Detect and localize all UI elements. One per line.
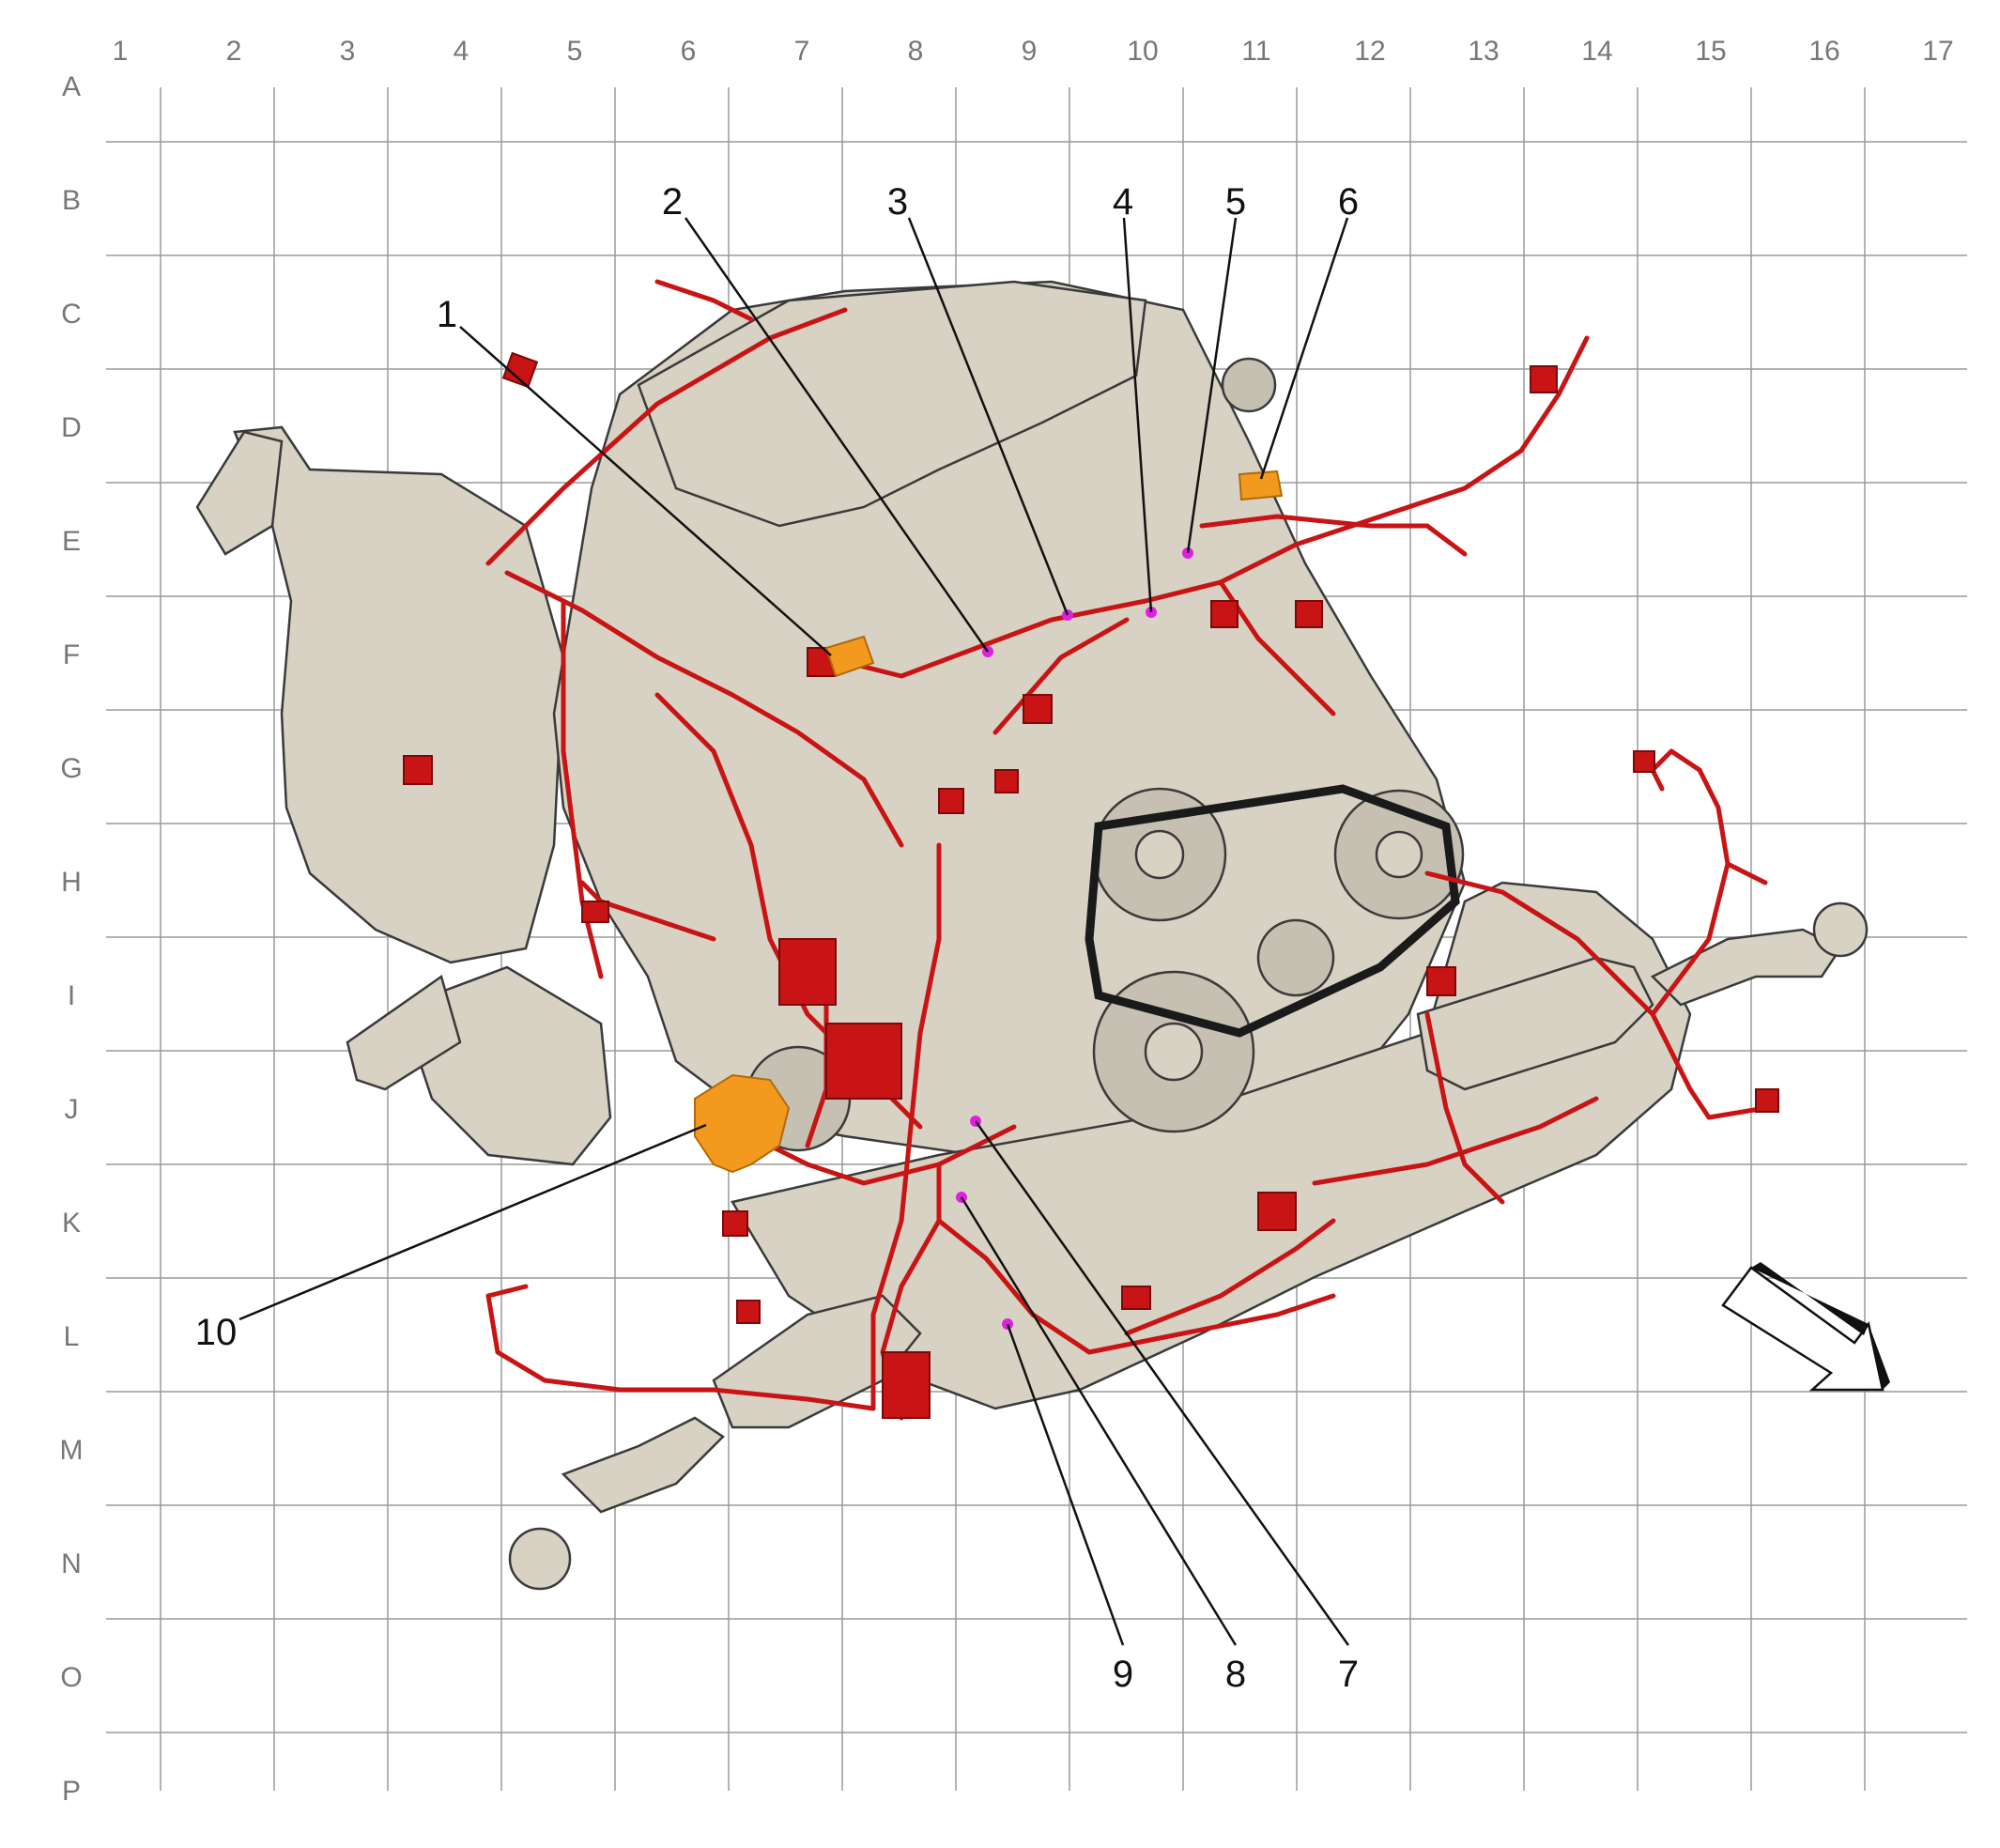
grid-row-label: E (62, 526, 81, 557)
grid-row-labels: A B C D E F G H I J K L M N O P (60, 71, 84, 1807)
leader-line-7 (974, 1120, 1350, 1646)
grid-column-label: 12 (1354, 36, 1385, 67)
highlighted-components (694, 470, 1284, 1174)
crank-pulley-hub (1144, 1022, 1204, 1082)
oil-fill-cap (1221, 357, 1277, 413)
connector (1530, 365, 1558, 393)
connector (1023, 694, 1053, 724)
connector (1426, 966, 1456, 996)
grid-row-label: H (61, 867, 82, 898)
callout-numbers: 1 2 3 4 5 6 7 8 9 10 (195, 181, 1359, 1695)
grid-column-label: 8 (908, 36, 924, 67)
callout-1: 1 (437, 294, 457, 335)
connector (722, 1210, 748, 1237)
connector (736, 1300, 761, 1324)
ac-compressor-hub (1375, 830, 1423, 879)
callout-9: 9 (1113, 1654, 1133, 1695)
drive-belt (1085, 784, 1460, 1038)
forward-arrow-icon (1721, 1262, 1890, 1392)
highlight-component-6 (1238, 470, 1284, 501)
connector (1633, 750, 1655, 773)
steering-rack-right (1416, 956, 1654, 1091)
grid-row-label: O (60, 1662, 82, 1693)
connector (1257, 1192, 1297, 1231)
connector (882, 1351, 931, 1419)
transmission-housing (233, 425, 565, 964)
connector (994, 769, 1019, 793)
grid-row-label: J (65, 1094, 79, 1125)
transmission-output (195, 430, 284, 556)
grid-column-label: 7 (794, 36, 810, 67)
grid-column-label: 5 (567, 36, 583, 67)
grid-row-label: M (60, 1435, 84, 1466)
connector (938, 788, 964, 814)
connector (778, 938, 837, 1006)
grid-row-label: N (61, 1548, 82, 1579)
callout-3: 3 (887, 181, 908, 223)
grid-column-label: 1 (113, 36, 129, 67)
connector (825, 1023, 902, 1100)
grid-row-label: F (63, 639, 80, 670)
harness-connectors (403, 351, 1779, 1419)
leader-line-2 (684, 217, 990, 653)
grid-row-label: B (62, 185, 81, 216)
grid-column-label: 4 (454, 36, 469, 67)
connector (1295, 600, 1323, 628)
grid-column-label: 17 (1922, 36, 1953, 67)
tie-rod-end-right (1812, 901, 1869, 958)
leader-line-1 (459, 326, 832, 656)
connector (403, 755, 433, 785)
callout-2: 2 (662, 181, 683, 223)
highlight-component-1 (824, 635, 875, 678)
grid-column-label: 9 (1022, 36, 1038, 67)
grid-column-label: 11 (1241, 36, 1270, 67)
callout-4: 4 (1113, 181, 1133, 223)
leader-line-4 (1122, 217, 1153, 613)
tensioner-pulley (1256, 918, 1335, 997)
grid-row-label: P (62, 1776, 81, 1807)
leader-line-10 (238, 1123, 707, 1321)
callout-6: 6 (1338, 181, 1359, 223)
grid-column-label: 10 (1127, 36, 1158, 67)
highlight-component-10 (694, 1073, 791, 1174)
grid-row-label: I (68, 980, 75, 1011)
grid-column-label: 15 (1695, 36, 1726, 67)
connector (1755, 1088, 1779, 1113)
tie-rod-right (1650, 928, 1842, 1007)
callout-10: 10 (195, 1312, 238, 1353)
leader-line-3 (907, 217, 1069, 616)
grid-row-label: A (62, 71, 81, 102)
grid-column-label: 13 (1468, 36, 1499, 67)
grid-row-label: C (61, 299, 82, 330)
grid-row-label: D (61, 412, 82, 443)
leader-line-6 (1259, 217, 1349, 480)
grid-row-label: K (62, 1208, 81, 1239)
connector (581, 901, 609, 923)
tie-rod-end-left (508, 1527, 572, 1591)
leader-line-8 (960, 1196, 1238, 1646)
leader-lines (238, 217, 1350, 1646)
grid-column-label: 6 (681, 36, 697, 67)
connector (1121, 1286, 1151, 1310)
grid-column-label: 14 (1581, 36, 1612, 67)
leader-line-5 (1186, 217, 1238, 554)
grid-column-label: 3 (340, 36, 356, 67)
grid-column-label: 16 (1808, 36, 1839, 67)
water-pump-hub (1134, 829, 1185, 880)
connector (1210, 600, 1238, 628)
connector (501, 351, 539, 389)
grid-row-label: G (60, 753, 82, 784)
connection-point-8 (956, 1192, 967, 1203)
callout-8: 8 (1225, 1654, 1246, 1695)
callout-7: 7 (1338, 1654, 1359, 1695)
grid-column-label: 2 (226, 36, 242, 67)
tie-rod-left (561, 1416, 725, 1514)
grid-row-label: L (64, 1321, 80, 1352)
leader-line-9 (1006, 1323, 1125, 1646)
exhaust-pipe (346, 974, 462, 1091)
callout-5: 5 (1225, 181, 1246, 223)
